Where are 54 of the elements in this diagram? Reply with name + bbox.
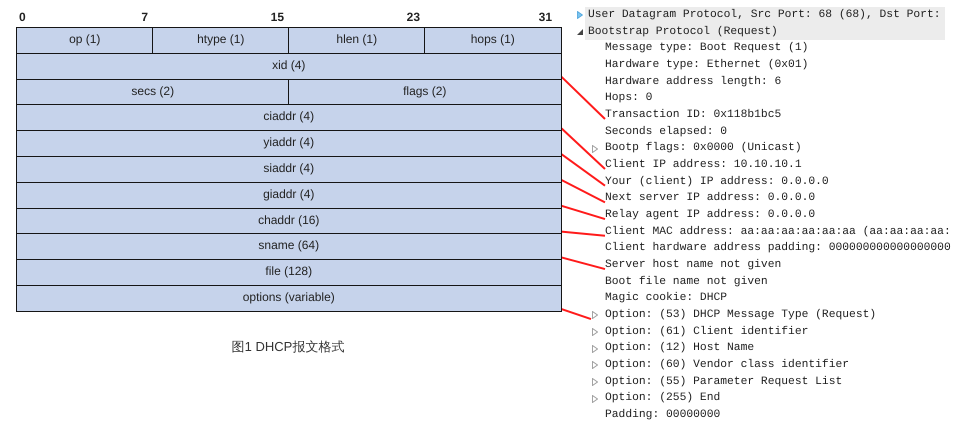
bit-number: 15 — [270, 10, 284, 24]
tree-item-text: Client MAC address: aa:aa:aa:aa:aa:aa (aa:aa:aa:aa: — [605, 224, 951, 240]
tree-item-text: Option: (60) Vendor class identifier — [605, 358, 850, 374]
packet-field: hops (1) — [424, 27, 562, 54]
packet-field: giaddr (4) — [16, 182, 562, 210]
packet-field: sname (64) — [16, 233, 562, 261]
leader-line — [560, 128, 606, 170]
tree-item-text: Option: (255) End — [605, 390, 720, 406]
leader-line — [561, 308, 592, 320]
packet-field: ciaddr (4) — [16, 104, 562, 132]
packet-field: file (128) — [16, 259, 562, 286]
tree-item-text: Magic cookie: DHCP — [605, 290, 728, 306]
bit-number: 7 — [141, 10, 148, 24]
tree-item-text: Client hardware address padding: 000000000000000000 — [605, 240, 951, 256]
packet-field: hlen (1) — [288, 27, 426, 54]
figure-caption: 图1 DHCP报文格式 — [230, 338, 346, 356]
tree-item-text: Hardware type: Ethernet (0x01) — [605, 58, 808, 73]
tree-item-text: Bootp flags: 0x0000 (Unicast) — [605, 140, 802, 156]
leader-line — [561, 230, 606, 237]
leader-line — [560, 76, 606, 120]
tree-item-text: Hardware address length: 6 — [605, 74, 782, 90]
tree-item-text: Seconds elapsed: 0 — [605, 124, 728, 140]
protocol-header-row: Bootstrap Protocol (Request) — [585, 24, 945, 40]
tree-item-text: Padding: 00000000 — [605, 408, 720, 424]
bit-number: 31 — [538, 10, 552, 24]
leader-line — [561, 179, 606, 204]
packet-field: siaddr (4) — [16, 156, 562, 184]
tree-item-text: Option: (12) Host Name — [605, 340, 754, 356]
packet-field: htype (1) — [152, 27, 290, 54]
tree-item-text: Message type: Boot Request (1) — [605, 40, 808, 56]
packet-field: yiaddr (4) — [16, 130, 562, 158]
tree-item-text: Option: (53) DHCP Message Type (Request) — [605, 308, 876, 324]
tree-item-text: Option: (55) Parameter Request List — [605, 374, 842, 390]
packet-field: op (1) — [16, 27, 154, 54]
leader-line — [560, 153, 606, 186]
leader-line — [561, 256, 606, 270]
tree-item-text: Client IP address: 10.10.10.1 — [605, 157, 802, 174]
tree-item-text: Next server IP address: 0.0.0.0 — [605, 190, 816, 208]
packet-field: xid (4) — [16, 52, 562, 80]
tree-item-text: Your (client) IP address: 0.0.0.0 — [605, 174, 829, 190]
packet-field: secs (2) — [16, 78, 290, 106]
packet-field: flags (2) — [288, 78, 562, 106]
protocol-header-row: User Datagram Protocol, Src Port: 68 (68), Dst Port: — [585, 7, 945, 24]
packet-field: chaddr (16) — [16, 208, 562, 235]
bit-number: 23 — [406, 10, 420, 24]
tree-item-text: Transaction ID: 0x118b1bc5 — [605, 107, 782, 124]
leader-line — [561, 204, 606, 220]
tree-item-text: Server host name not given — [605, 257, 782, 274]
packet-field: options (variable) — [16, 285, 562, 312]
tree-item-text: Boot file name not given — [605, 274, 768, 290]
tree-item-text: Hops: 0 — [605, 91, 652, 106]
tree-item-text: Relay agent IP address: 0.0.0.0 — [605, 207, 816, 224]
tree-item-text: Option: (61) Client identifier — [605, 324, 808, 340]
bit-number: 0 — [19, 10, 26, 24]
